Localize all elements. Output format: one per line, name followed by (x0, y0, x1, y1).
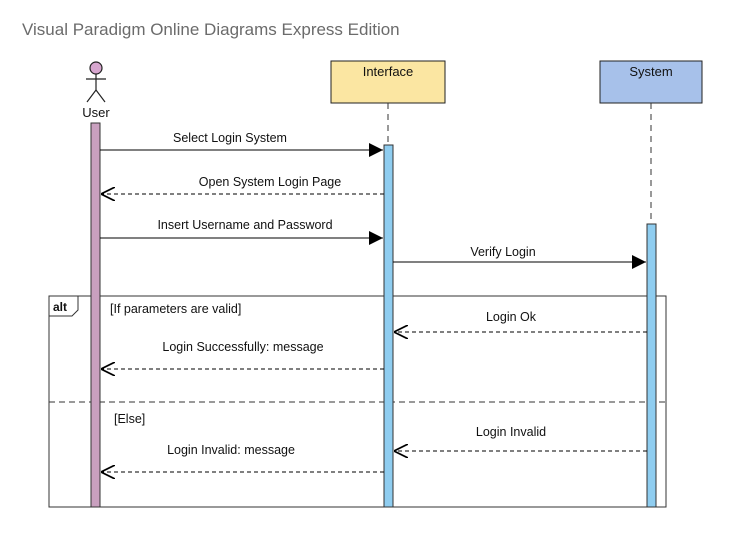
system-participant: System (599, 60, 703, 104)
system-activation (646, 223, 657, 508)
user-label: User (82, 105, 110, 120)
message-label: Select Login System (173, 131, 287, 145)
system-label: System (629, 64, 672, 79)
fragment-operator-tab (48, 295, 79, 317)
message-label: Login Ok (486, 310, 537, 324)
message-select-login: Select Login System (100, 131, 383, 157)
fragment-operator: alt (53, 300, 67, 314)
guard-else: [Else] (114, 412, 145, 426)
alt-fragment: alt [If parameters are valid] [Else] (48, 295, 667, 508)
system-box (599, 60, 703, 104)
message-label: Login Successfully: message (162, 340, 323, 354)
message-label: Login Invalid (476, 425, 546, 439)
interface-activation (383, 144, 394, 508)
message-login-ok: Login Ok (394, 310, 647, 332)
message-login-success: Login Successfully: message (101, 340, 384, 369)
user-actor: User (82, 61, 110, 120)
message-label: Open System Login Page (199, 175, 341, 189)
message-login-invalid-msg: Login Invalid: message (101, 443, 384, 472)
interface-label: Interface (363, 64, 414, 79)
interface-box (330, 60, 446, 104)
message-insert-credentials: Insert Username and Password (100, 218, 383, 245)
message-label: Verify Login (470, 245, 535, 259)
message-login-invalid: Login Invalid (394, 425, 647, 451)
interface-participant: Interface (330, 60, 446, 104)
message-open-login-page: Open System Login Page (101, 175, 384, 194)
message-verify-login: Verify Login (393, 245, 646, 269)
actor-head-icon (89, 61, 103, 75)
app-title: Visual Paradigm Online Diagrams Express … (22, 20, 400, 39)
message-label: Insert Username and Password (157, 218, 332, 232)
user-activation (90, 122, 101, 508)
guard-valid: [If parameters are valid] (110, 302, 241, 316)
message-label: Login Invalid: message (167, 443, 295, 457)
